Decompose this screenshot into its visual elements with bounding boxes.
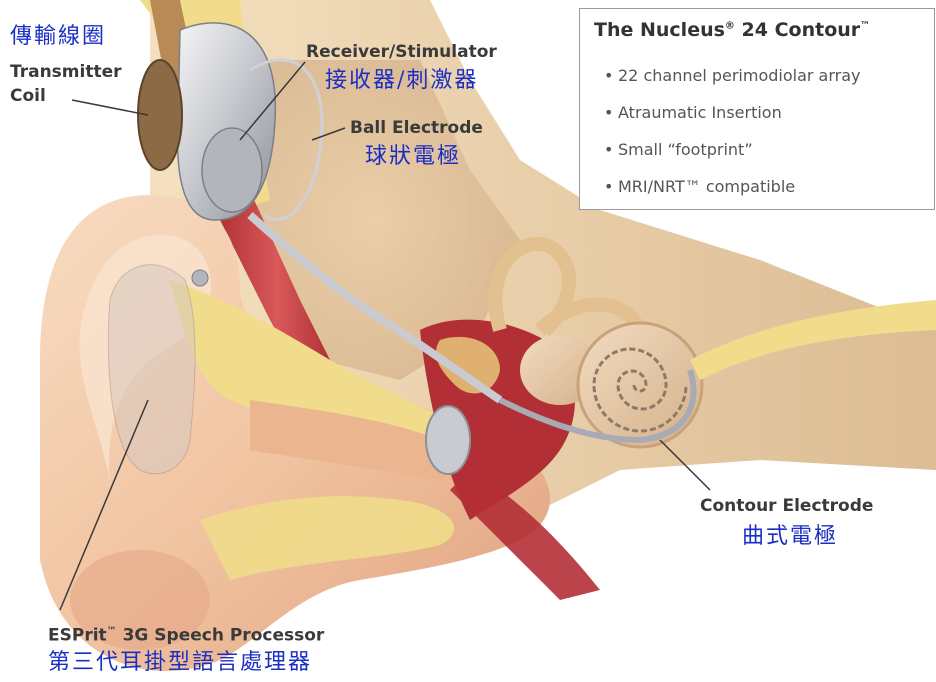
info-box-title: The Nucleus® 24 Contour™ xyxy=(594,19,870,41)
transmitter-label-line2: Coil xyxy=(10,86,46,106)
bullet-dot-icon: • xyxy=(604,131,618,168)
list-item-text: Atraumatic Insertion xyxy=(618,103,782,122)
processor-name: ESPrit xyxy=(48,626,107,646)
transmitter-label-cjk: 傳輸線圈 xyxy=(10,24,106,50)
speech-processor-label: ESPrit™ 3G Speech Processor xyxy=(48,622,324,646)
speech-processor xyxy=(108,265,195,474)
ball-electrode-label: Ball Electrode xyxy=(350,118,483,138)
processor-tm: ™ xyxy=(107,626,117,637)
title-model: 24 Contour xyxy=(735,19,860,41)
cochlea xyxy=(578,323,702,447)
feature-list: •22 channel perimodiolar array •Atraumat… xyxy=(604,57,861,205)
list-item-text: MRI/NRT™ compatible xyxy=(618,177,795,196)
title-trademark: ™ xyxy=(860,21,870,32)
bullet-dot-icon: • xyxy=(604,94,618,131)
contour-electrode-label-cjk: 曲式電極 xyxy=(742,524,838,550)
eardrum xyxy=(426,406,470,474)
list-item-text: 22 channel perimodiolar array xyxy=(618,66,861,85)
title-registered: ® xyxy=(725,21,735,32)
list-item: •Atraumatic Insertion xyxy=(604,94,861,131)
bullet-dot-icon: • xyxy=(604,168,618,205)
receiver-label-cjk: 接收器/刺激器 xyxy=(325,68,478,94)
product-info-box: The Nucleus® 24 Contour™ •22 channel per… xyxy=(579,8,935,210)
processor-connector xyxy=(192,270,208,286)
receiver-magnet xyxy=(202,128,262,212)
ball-electrode-label-cjk: 球狀電極 xyxy=(365,144,461,170)
processor-model: 3G Speech Processor xyxy=(117,626,325,646)
list-item: •MRI/NRT™ compatible xyxy=(604,168,861,205)
list-item: •22 channel perimodiolar array xyxy=(604,57,861,94)
title-brand: The Nucleus xyxy=(594,19,725,41)
contour-electrode-label: Contour Electrode xyxy=(700,496,873,516)
receiver-label: Receiver/Stimulator xyxy=(306,42,497,62)
leader-transmitter xyxy=(72,100,148,115)
bullet-dot-icon: • xyxy=(604,57,618,94)
list-item-text: Small “footprint” xyxy=(618,140,753,159)
list-item: •Small “footprint” xyxy=(604,131,861,168)
transmitter-label-line1: Transmitter xyxy=(10,62,122,82)
speech-processor-label-cjk: 第三代耳掛型語言處理器 xyxy=(48,650,312,676)
